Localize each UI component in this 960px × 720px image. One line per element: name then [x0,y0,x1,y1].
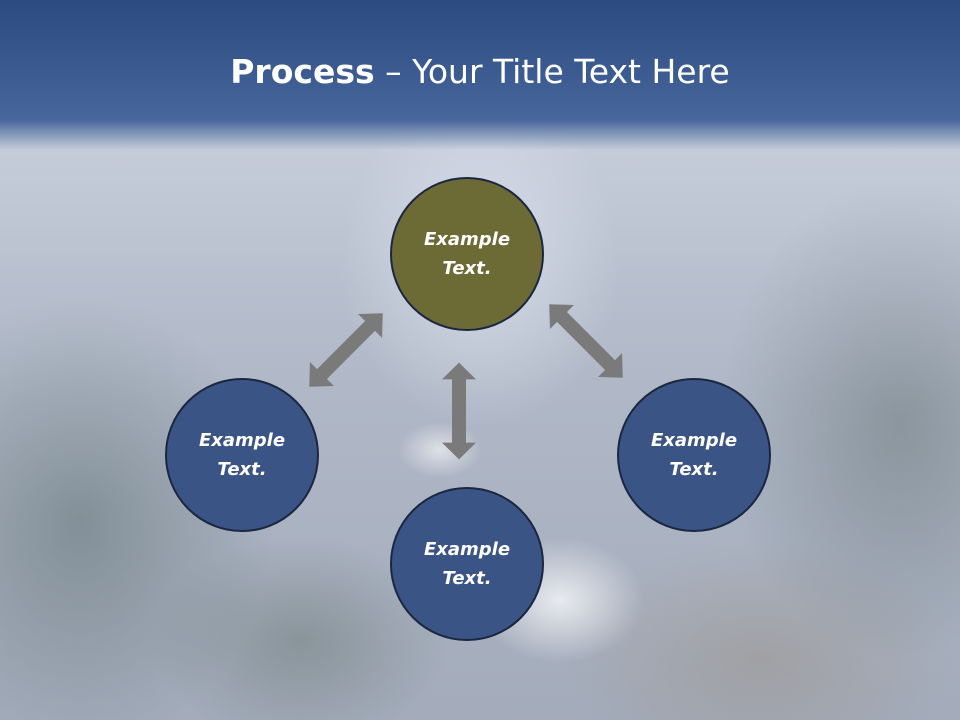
arrow-center-vertical [442,362,476,460]
arrow-top-right [537,292,635,390]
process-node-bottom[interactable]: Example Text. [390,487,544,641]
arrow-top-left [297,301,395,399]
process-node-top-label: Example Text. [423,229,511,279]
process-node-right[interactable]: Example Text. [617,378,771,532]
title-bar [0,0,960,150]
slide-title[interactable]: Process – Your Title Text Here [0,52,960,91]
slide-title-bold: Process [230,52,375,91]
process-node-left-label: Example Text. [198,430,286,480]
process-node-bottom-label: Example Text. [423,539,511,589]
process-node-right-label: Example Text. [650,430,738,480]
slide-title-rest: – Your Title Text Here [374,52,730,91]
process-node-top[interactable]: Example Text. [390,177,544,331]
process-node-left[interactable]: Example Text. [165,378,319,532]
